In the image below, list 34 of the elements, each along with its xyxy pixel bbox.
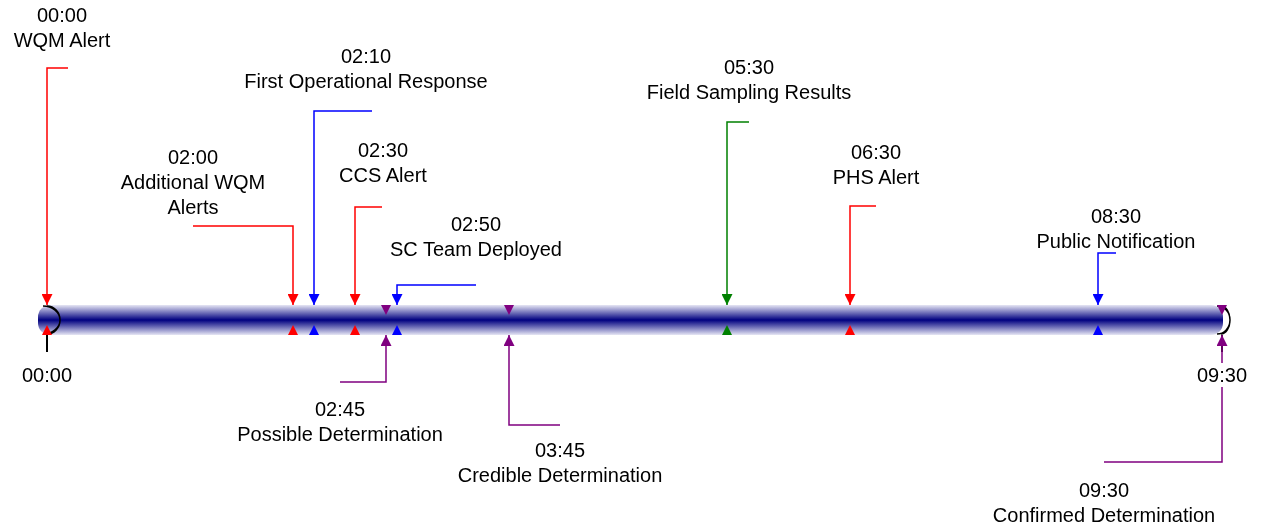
leader-line	[349, 206, 383, 306]
event-time: 02:50	[450, 212, 502, 237]
event-title: Public Notification	[1036, 229, 1196, 254]
event-time: 06:30	[850, 140, 902, 165]
leader-line	[391, 284, 477, 306]
event-time: 02:00	[167, 145, 219, 170]
event-time: 00:00	[36, 3, 88, 28]
leader-line	[1092, 252, 1117, 306]
event-title: Additional WQM Alerts	[119, 170, 267, 220]
leader-line	[721, 121, 750, 306]
event-title: Confirmed Determination	[992, 503, 1216, 527]
leader-line	[1103, 334, 1228, 463]
event-title: First Operational Response	[244, 69, 488, 94]
event-time: 08:30	[1090, 204, 1142, 229]
leader-line	[339, 334, 392, 383]
event-title: CCS Alert	[339, 163, 427, 188]
event-title: WQM Alert	[13, 28, 111, 53]
event-time: 05:30	[723, 55, 775, 80]
leader-line	[503, 334, 561, 426]
event-time: 03:45	[534, 438, 586, 463]
event-title: SC Team Deployed	[390, 237, 562, 262]
event-time: 02:30	[357, 138, 409, 163]
leader-line	[308, 110, 373, 306]
event-time: 02:45	[314, 397, 366, 422]
event-time: 02:10	[340, 44, 392, 69]
event-time: 09:30	[1078, 478, 1130, 503]
leader-line	[41, 67, 69, 306]
event-title: Field Sampling Results	[646, 80, 852, 105]
event-title: PHS Alert	[832, 165, 920, 190]
leader-line	[192, 225, 299, 306]
time-label: 09:30	[1197, 363, 1248, 387]
event-title: Credible Determination	[457, 463, 663, 488]
event-title: Possible Determination	[237, 422, 443, 447]
leader-line	[844, 205, 877, 306]
